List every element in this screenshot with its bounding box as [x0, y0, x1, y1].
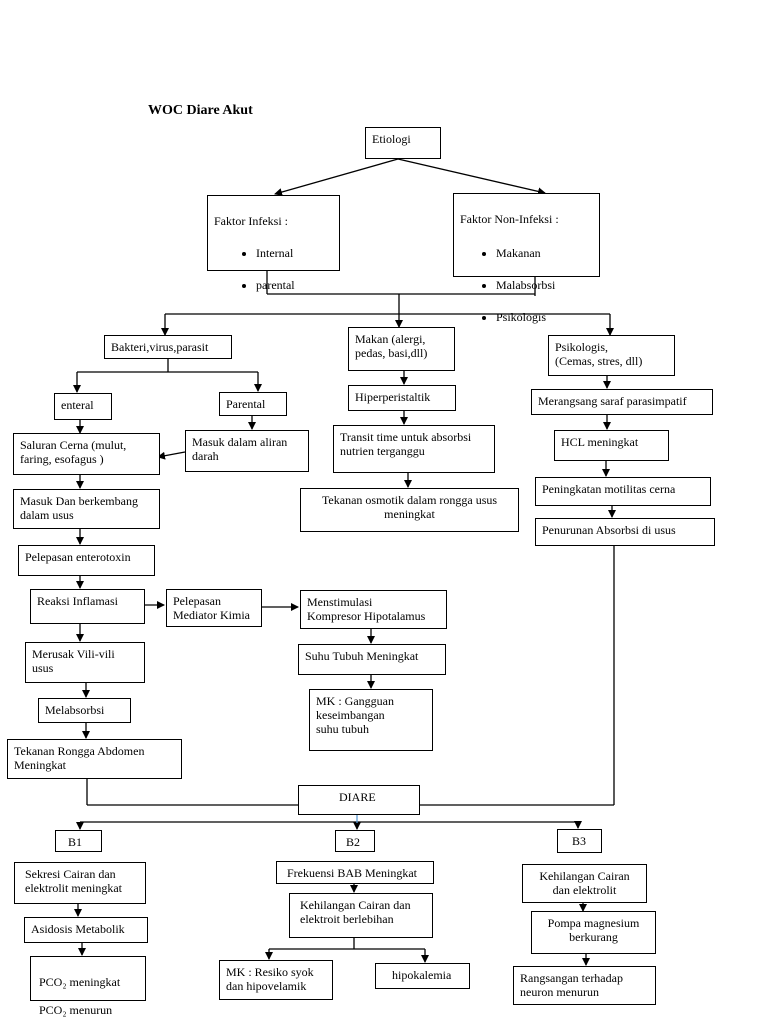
node-sekresi: Sekresi Cairan dan elektrolit meningkat	[14, 862, 146, 904]
node-mediator: Pelepasan Mediator Kimia	[166, 589, 262, 627]
node-b1: B1	[55, 830, 102, 852]
node-rangsangan: Rangsangan terhadap neuron menurun	[513, 966, 656, 1005]
node-b3: B3	[557, 829, 602, 853]
node-kehilangan-b2: Kehilangan Cairan dan elektroit berlebih…	[289, 893, 433, 938]
node-faktor-infeksi: Faktor Infeksi : Internal parental	[207, 195, 340, 292]
node-faktor-infeksi-label: Faktor Infeksi :	[214, 214, 288, 228]
node-b2: B2	[335, 830, 375, 852]
node-melabsorbsi: Melabsorbsi	[38, 698, 131, 723]
node-etiologi: Etiologi	[365, 127, 441, 159]
list-item: Internal	[256, 246, 333, 260]
node-makan: Makan (alergi, pedas, basi,dll)	[348, 327, 455, 371]
node-absorbsi-usus: Penurunan Absorbsi di usus	[535, 518, 715, 546]
node-asidosis: Asidosis Metabolik	[24, 917, 148, 943]
node-saraf-parasimpatif: Merangsang saraf parasimpatif	[531, 389, 713, 415]
list-item: Malabsorbsi	[496, 278, 593, 292]
node-hipokalemia: hipokalemia	[375, 963, 470, 989]
node-pco2-up: PCO₂ meningkat	[39, 975, 121, 989]
node-kehilangan-b3: Kehilangan Cairan dan elektrolit	[522, 864, 647, 903]
node-parental: Parental	[219, 392, 287, 416]
node-pco2: PCO₂ meningkat PCO₂ menurun	[30, 956, 146, 1017]
node-faktor-non-infeksi: Faktor Non-Infeksi : Makanan Malabsorbsi…	[453, 193, 600, 324]
node-saluran-cerna: Saluran Cerna (mulut, faring, esofagus )	[13, 433, 160, 475]
arrow-etiologi-noninfeksi	[397, 158, 546, 196]
node-tekanan-abdomen: Tekanan Rongga Abdomen Meningkat	[7, 739, 182, 779]
list-item: Makanan	[496, 246, 593, 260]
node-hcl: HCL meningkat	[554, 430, 669, 461]
node-enterotoxin: Pelepasan enterotoxin	[18, 545, 155, 576]
node-psikologis: Psikologis, (Cemas, stres, dll)	[548, 335, 675, 376]
node-motilitas: Peningkatan motilitas cerna	[535, 477, 711, 506]
node-berkembang-usus: Masuk Dan berkembang dalam usus	[13, 489, 160, 529]
node-hiperperistaltik: Hiperperistaltik	[348, 385, 456, 411]
node-pco2-down: PCO₂ menurun	[39, 1003, 113, 1017]
node-suhu: Suhu Tubuh Meningkat	[298, 644, 446, 675]
page-title: WOC Diare Akut	[148, 103, 253, 118]
node-aliran-darah: Masuk dalam aliran darah	[185, 430, 309, 472]
node-faktor-non-infeksi-label: Faktor Non-Infeksi :	[460, 212, 559, 226]
node-inflamasi: Reaksi Inflamasi	[30, 589, 145, 624]
node-enteral: enteral	[54, 393, 112, 420]
node-pompa: Pompa magnesium berkurang	[531, 911, 656, 954]
node-vili: Merusak Vili-vili usus	[25, 642, 145, 683]
node-mk-syok: MK : Resiko syok dan hipovelamik	[219, 960, 333, 1000]
node-bakteri: Bakteri,virus,parasit	[104, 335, 232, 359]
node-tekanan-osmotik: Tekanan osmotik dalam rongga usus mening…	[300, 488, 519, 532]
node-diare: DIARE	[298, 785, 420, 815]
node-hipotalamus: Menstimulasi Kompresor Hipotalamus	[300, 590, 447, 629]
node-transit-time: Transit time untuk absorbsi nutrien terg…	[333, 425, 495, 473]
list-item: Psikologis	[496, 310, 593, 324]
node-mk-suhu: MK : Gangguan keseimbangan suhu tubuh	[309, 689, 433, 751]
list-item: parental	[256, 278, 333, 292]
arrow-etiologi-infeksi	[274, 158, 399, 196]
node-frekuensi-bab: Frekuensi BAB Meningkat	[276, 861, 434, 884]
